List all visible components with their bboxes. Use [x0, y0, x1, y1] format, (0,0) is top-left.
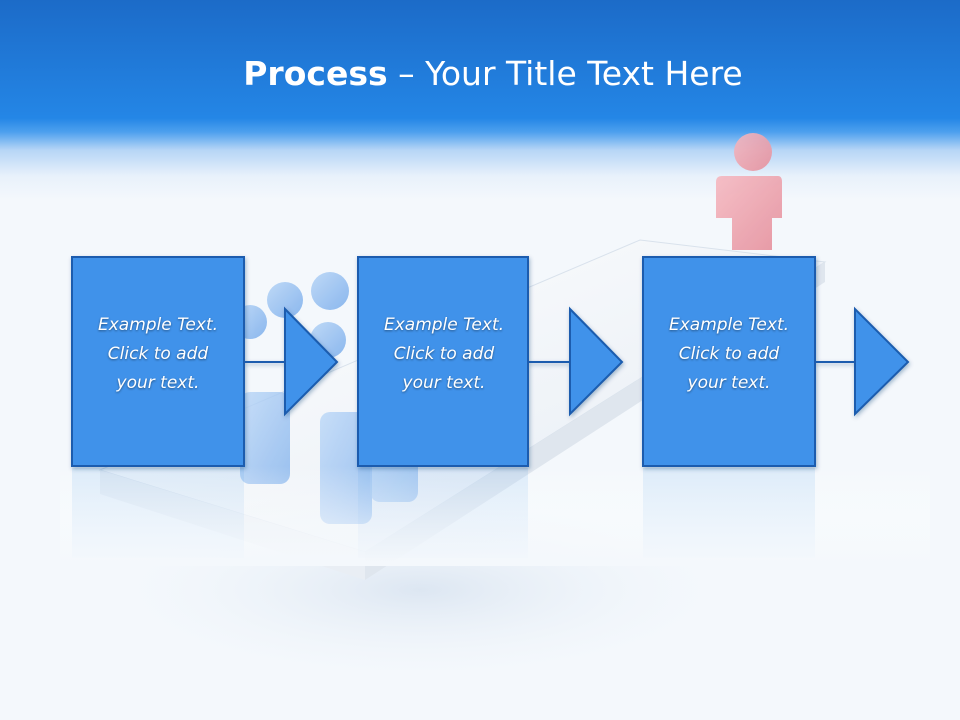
red-figure — [716, 133, 782, 250]
step-3-line-1: Example Text. — [668, 315, 790, 335]
step-1-line-3: your text. — [116, 373, 200, 393]
process-step-3-text[interactable]: Example Text. Click to add your text. — [643, 311, 815, 398]
title-bold-word: Process — [243, 54, 388, 93]
process-step-3-shape — [642, 256, 910, 467]
step-3-line-3: your text. — [687, 373, 771, 393]
process-step-1-shape — [71, 256, 339, 467]
step-3-line-2: Click to add — [678, 344, 780, 364]
step-reflections — [60, 466, 930, 566]
slide-title: Process – Your Title Text Here — [0, 54, 960, 94]
process-step-2-shape — [357, 256, 624, 467]
title-rest: – Your Title Text Here — [387, 54, 743, 93]
process-step-2-text[interactable]: Example Text. Click to add your text. — [358, 311, 530, 398]
step-1-line-2: Click to add — [107, 344, 209, 364]
process-step-1-text[interactable]: Example Text. Click to add your text. — [72, 311, 244, 398]
step-2-line-2: Click to add — [393, 344, 495, 364]
step-1-line-1: Example Text. — [97, 315, 219, 335]
header-band — [0, 0, 960, 200]
step-2-line-3: your text. — [402, 373, 486, 393]
step-2-line-1: Example Text. — [383, 315, 505, 335]
